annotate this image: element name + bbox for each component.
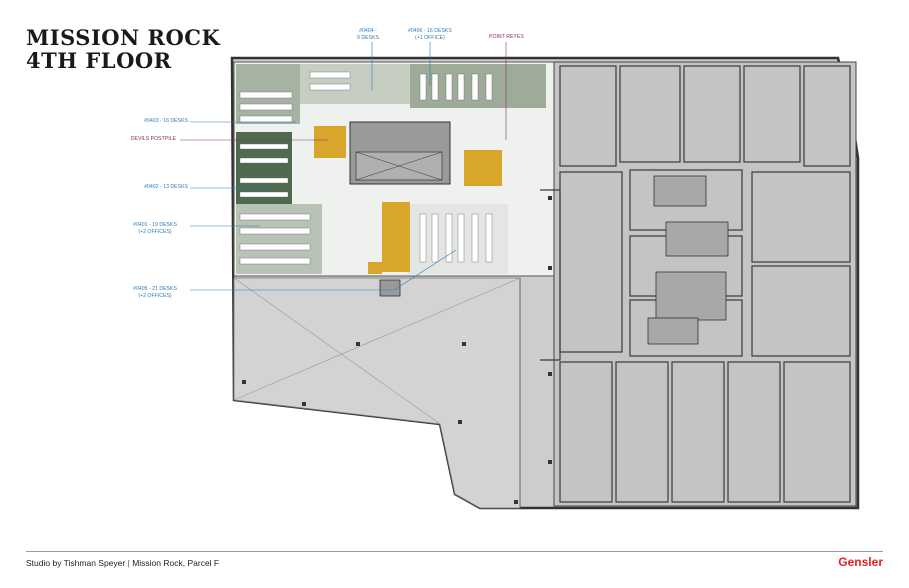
unit-walls — [540, 65, 851, 503]
footer-right: Mission Rock, Parcel F — [132, 558, 220, 568]
gensler-logo: Gensler — [838, 555, 883, 569]
label-0402: #0402 - 13 DESKS — [144, 184, 188, 190]
page-title: MISSION ROCK 4TH FLOOR — [26, 26, 220, 72]
label-0404: #0404 - 9 DESKS — [357, 28, 379, 41]
core-residential — [647, 175, 729, 345]
title-line-1: MISSION ROCK — [26, 25, 221, 50]
footer-caption: Studio by Tishman Speyer | Mission Rock,… — [26, 558, 219, 568]
label-point-reyes: POINT REYES — [489, 34, 524, 40]
desk-rows — [239, 71, 493, 265]
room-point-reyes — [464, 150, 502, 186]
label-0403: #0403 - 16 DESKS — [144, 118, 188, 124]
columns — [242, 196, 552, 504]
label-0406: #0406 - 16 DESKS (+1 OFFICE) — [408, 28, 452, 41]
label-0405: #0405 - 21 DESKS (+2 OFFICES) — [133, 286, 177, 299]
leader-lines — [190, 42, 457, 291]
label-0401: #0401 - 19 DESKS (+2 OFFICES) — [133, 222, 177, 235]
footer-left: Studio by Tishman Speyer — [26, 558, 126, 568]
open-slab-lower — [233, 277, 521, 509]
label-devils-postpile: DEVILS POSTPILE — [130, 136, 176, 142]
title-line-2: 4TH FLOOR — [26, 48, 172, 73]
footer-divider — [26, 551, 883, 552]
room-gold-center — [382, 202, 410, 272]
room-devils-postpile — [314, 126, 346, 158]
footer-separator: | — [127, 558, 130, 568]
